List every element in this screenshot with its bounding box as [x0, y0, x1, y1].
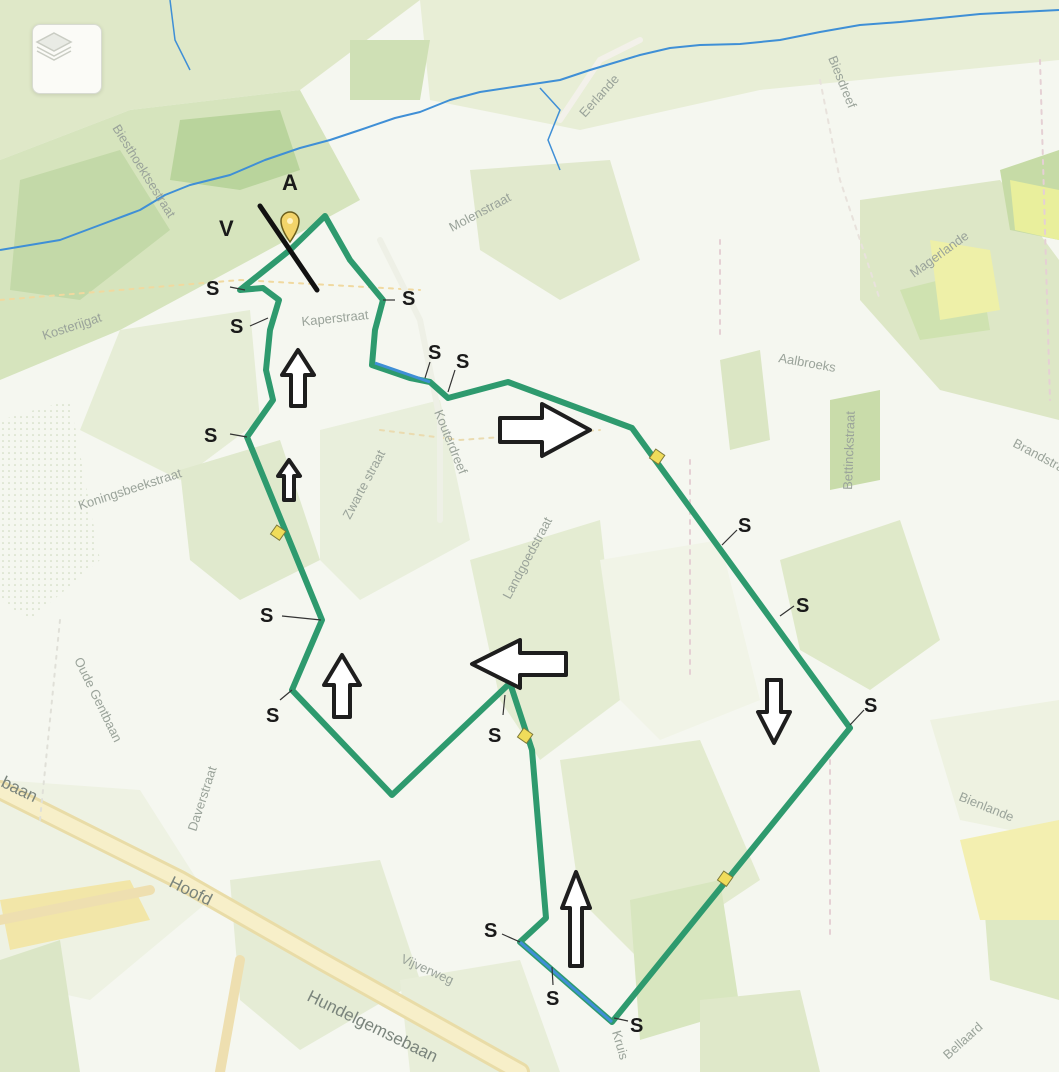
arrow-up-icon	[560, 870, 592, 968]
waypoint-marker	[269, 524, 287, 542]
arrow-right-icon	[498, 402, 592, 458]
stop-label: S	[546, 988, 559, 1010]
street-label: Bettinckstraat	[840, 410, 858, 490]
arrow-down-icon	[756, 678, 792, 745]
route-water-segment	[374, 361, 431, 384]
route-line	[237, 213, 853, 1025]
stop-label: S	[630, 1015, 643, 1037]
waypoint-markers	[269, 448, 734, 888]
walking-route	[237, 213, 853, 1025]
stop-label: S	[230, 316, 243, 338]
waypoint-marker	[716, 870, 734, 888]
arrow-left-icon	[470, 638, 568, 690]
waypoint-marker	[648, 448, 666, 466]
stop-label: S	[402, 288, 415, 310]
stop-label: S	[204, 425, 217, 447]
stop-label: S	[266, 705, 279, 727]
stop-label: S	[484, 920, 497, 942]
map-layers-button[interactable]	[32, 24, 102, 94]
stop-label: S	[206, 278, 219, 300]
yellow-areas	[0, 180, 1059, 950]
stop-labels: S S S S S S S S S S S S S S S	[204, 278, 877, 1037]
arrow-up-icon	[276, 458, 302, 502]
direction-arrows	[276, 348, 792, 968]
stop-label: S	[488, 725, 501, 747]
layers-icon	[35, 32, 73, 61]
stop-label: S	[796, 595, 809, 617]
street-label: Kaperstraat	[301, 307, 370, 329]
start-label-v: V	[219, 216, 234, 241]
stop-label: S	[260, 605, 273, 627]
start-marker: A V	[219, 170, 320, 293]
arrow-up-icon	[280, 348, 316, 408]
roads	[0, 37, 1051, 1072]
stop-label: S	[428, 342, 441, 364]
stop-label: S	[456, 351, 469, 373]
location-pin-icon	[280, 211, 300, 244]
stop-label: S	[864, 695, 877, 717]
start-label-a: A	[282, 170, 298, 195]
waypoint-marker	[516, 727, 534, 745]
waterways	[0, 0, 1059, 251]
route-water-segment	[519, 940, 613, 1024]
stop-label: S	[738, 515, 751, 537]
stream	[0, 9, 1059, 251]
arrow-up-icon	[322, 653, 362, 719]
